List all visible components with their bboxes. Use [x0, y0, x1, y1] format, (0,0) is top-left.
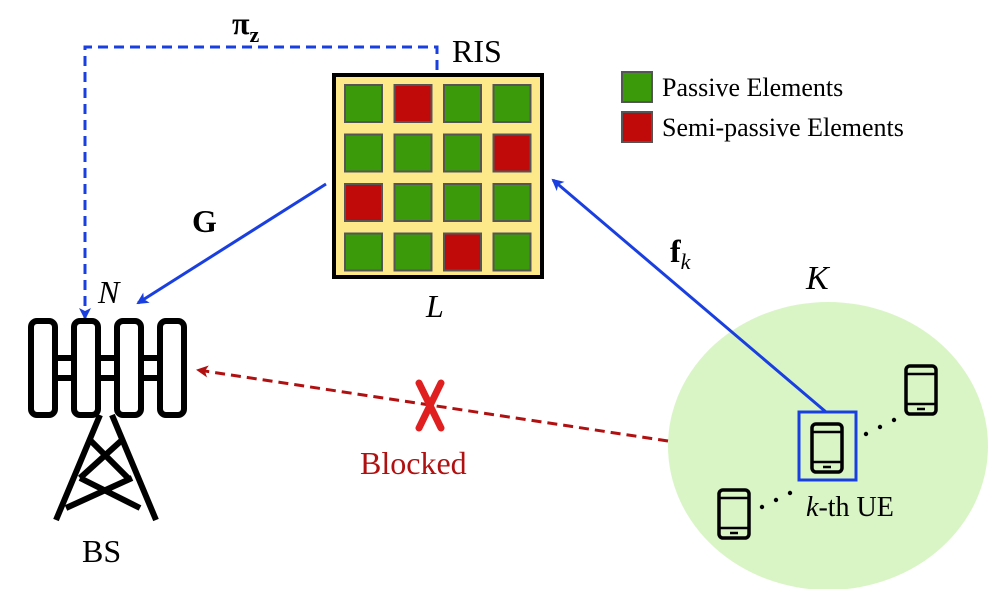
blocked-x-icon [415, 379, 445, 432]
ris-label: RIS [452, 33, 502, 69]
ris-passive-element [344, 133, 383, 173]
ris-passive-element [443, 183, 482, 222]
ris-passive-element [443, 84, 482, 123]
kth-ue-label: k-th UE [806, 492, 894, 523]
k-users-label: K [805, 260, 831, 297]
channel-g-link [136, 182, 327, 305]
ris-passive-element [393, 183, 433, 222]
ue-dots-upper [863, 417, 897, 437]
fk-label: fk [670, 233, 692, 274]
legend-label-semi: Semi-passive Elements [662, 113, 904, 142]
legend-label-passive: Passive Elements [662, 73, 843, 102]
ue-cluster [668, 302, 988, 589]
ue-dots-lower [759, 490, 793, 510]
base-station-icon [28, 318, 187, 522]
l-label: L [425, 288, 444, 324]
ris-semi-passive-element [443, 232, 482, 272]
ris-passive-element [393, 133, 433, 173]
g-label: G [192, 203, 217, 239]
ris-passive-element [492, 183, 532, 222]
ris-passive-element [344, 84, 383, 123]
legend: Passive Elements Semi-passive Elements [621, 71, 904, 143]
ris-passive-element [492, 232, 532, 272]
blocked-label: Blocked [360, 445, 467, 481]
feedback-link-pi-z [79, 45, 439, 320]
phone-icon-kth [810, 422, 844, 474]
channel-fk-link [551, 178, 827, 414]
n-label: N [97, 274, 121, 310]
ris-passive-element [492, 84, 532, 123]
phone-icon-upper [904, 364, 938, 416]
pi-z-label: πz [232, 5, 260, 47]
ris-semi-passive-element [344, 183, 383, 222]
ris-element-grid [344, 84, 532, 272]
ris-semi-passive-element [393, 84, 433, 123]
legend-swatch-passive [621, 71, 653, 103]
ris-passive-element [393, 232, 433, 272]
ris-passive-element [344, 232, 383, 272]
kth-ue-highlight-box [797, 410, 858, 482]
legend-swatch-semi [621, 111, 653, 143]
ris-semi-passive-element [492, 133, 532, 173]
ris-passive-element [443, 133, 482, 173]
bs-label: BS [82, 533, 121, 569]
phone-icon-lower [717, 488, 751, 540]
